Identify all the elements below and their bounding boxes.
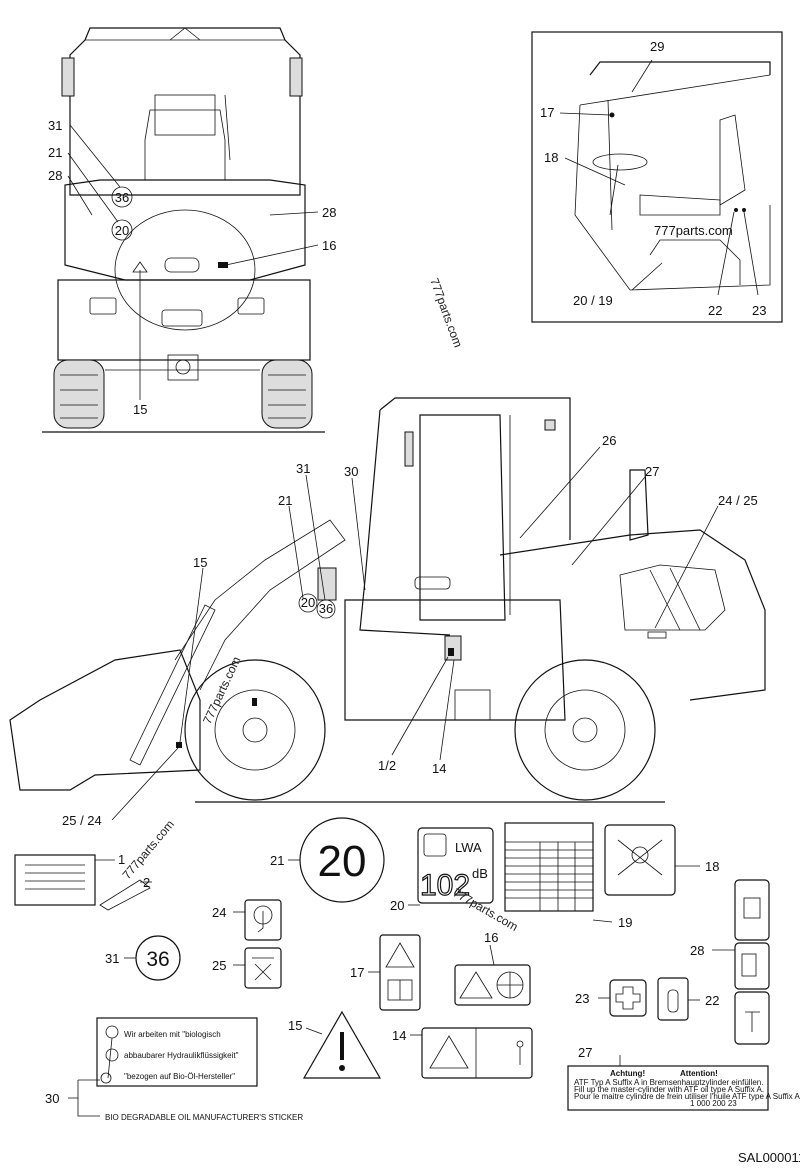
callout-sticker-20: 20 bbox=[390, 898, 404, 913]
callout-sticker-30: 30 bbox=[45, 1091, 59, 1106]
side-sign-20: 20 bbox=[301, 595, 315, 610]
crush-warning-sticker bbox=[421, 1027, 533, 1079]
noise-level-sticker bbox=[417, 827, 494, 904]
watermark-stickers: 777parts.com bbox=[120, 817, 177, 882]
callout-sticker-31: 31 bbox=[105, 951, 119, 966]
fan-warning-sticker bbox=[454, 964, 531, 1006]
callout-rear-31: 31 bbox=[48, 118, 62, 133]
watermark-wheel: 777parts.com bbox=[200, 654, 243, 726]
callout-side-30: 30 bbox=[344, 464, 358, 479]
rear-sign-20: 20 bbox=[115, 223, 129, 238]
bio-oil-sticker bbox=[96, 1017, 258, 1087]
bio-line-3: "bezogen auf Bio-Öl-Hersteller" bbox=[124, 1072, 235, 1081]
first-aid-sticker bbox=[609, 979, 647, 1017]
callout-side-24-25: 24 / 25 bbox=[718, 493, 758, 508]
notice-title-right: Attention! bbox=[680, 1069, 718, 1078]
callout-sticker-23: 23 bbox=[575, 991, 589, 1006]
callout-sticker-24: 24 bbox=[212, 905, 226, 920]
noise-value: 102 bbox=[420, 869, 470, 902]
callout-sticker-1: 1 bbox=[118, 852, 125, 867]
callout-sticker-21: 21 bbox=[270, 853, 284, 868]
watermark-middle: 777parts.com bbox=[427, 276, 465, 349]
bio-line-2: abbaubarer Hydraulikflüssigkeit" bbox=[124, 1051, 239, 1060]
notice-code: 1 000 200 23 bbox=[690, 1099, 737, 1108]
watermark-table: 777parts.com bbox=[451, 885, 521, 933]
side-view-loader: 20 36 31 30 26 27 24 / 25 21 15 1/2 14 2… bbox=[9, 397, 766, 828]
callout-side-1-2: 1/2 bbox=[378, 758, 396, 773]
callout-sticker-28: 28 bbox=[690, 943, 704, 958]
side-sign-36: 36 bbox=[319, 601, 333, 616]
noise-unit: dB bbox=[472, 866, 488, 881]
callout-sticker-19: 19 bbox=[618, 915, 632, 930]
callout-side-26: 26 bbox=[602, 433, 616, 448]
watermark-cab: 777parts.com bbox=[654, 223, 733, 238]
callout-sticker-17: 17 bbox=[350, 965, 364, 980]
callout-cab-18: 18 bbox=[544, 150, 558, 165]
callout-cab-22: 22 bbox=[708, 303, 722, 318]
noise-lwa-label: LWA bbox=[455, 840, 482, 855]
callout-sticker-27: 27 bbox=[578, 1045, 592, 1060]
callout-cab-23: 23 bbox=[752, 303, 766, 318]
rear-sign-36: 36 bbox=[115, 190, 129, 205]
callout-rear-28-left: 28 bbox=[48, 168, 62, 183]
callout-rear-21: 21 bbox=[48, 145, 62, 160]
brake-fluid-notice-sticker bbox=[567, 1065, 769, 1111]
callout-side-31: 31 bbox=[296, 461, 310, 476]
callout-cab-17: 17 bbox=[540, 105, 554, 120]
speed-36-value: 36 bbox=[146, 948, 169, 971]
fuel-sticker-top bbox=[734, 879, 770, 941]
callout-sticker-14: 14 bbox=[392, 1028, 406, 1043]
tie-down-sticker bbox=[244, 947, 282, 989]
read-manual-sticker bbox=[379, 934, 421, 1011]
callout-rear-15: 15 bbox=[133, 402, 147, 417]
callout-sticker-16: 16 bbox=[484, 930, 498, 945]
callout-sticker-18: 18 bbox=[705, 859, 719, 874]
stickers-panel: 1 2 777parts.com 20 21 LWA 102 dB 20 19 bbox=[14, 817, 800, 1122]
callout-sticker-25: 25 bbox=[212, 958, 226, 973]
callout-side-14: 14 bbox=[432, 761, 446, 776]
type-plate-sticker bbox=[14, 854, 96, 906]
fire-extinguisher-sticker bbox=[657, 977, 689, 1021]
callout-cab-29: 29 bbox=[650, 39, 664, 54]
callout-rear-16: 16 bbox=[322, 238, 336, 253]
notice-title-left: Achtung! bbox=[610, 1069, 645, 1078]
callout-cab-20-19: 20 / 19 bbox=[573, 293, 613, 308]
callout-side-25-24: 25 / 24 bbox=[62, 813, 102, 828]
control-layout-sticker bbox=[604, 824, 676, 896]
callout-sticker-2: 2 bbox=[143, 875, 150, 890]
tire-pressure-table-sticker bbox=[504, 822, 594, 912]
hydraulic-sticker bbox=[734, 991, 770, 1045]
callout-rear-28-right: 28 bbox=[322, 205, 336, 220]
callout-side-27: 27 bbox=[645, 464, 659, 479]
general-warning-sticker bbox=[302, 1010, 382, 1079]
fuel-pump-sticker bbox=[734, 942, 770, 990]
notice-line-2: Fill up the master-cylinder with ATF oil… bbox=[574, 1085, 764, 1094]
figure-code: SAL000011 bbox=[738, 1150, 800, 1165]
callout-side-15: 15 bbox=[193, 555, 207, 570]
notice-line-1: ATF Typ A Suffix A in Bremsenhauptzylind… bbox=[574, 1078, 763, 1087]
bio-caption: BIO DEGRADABLE OIL MANUFACTURER'S STICKE… bbox=[105, 1113, 303, 1122]
callout-sticker-22: 22 bbox=[705, 993, 719, 1008]
callout-side-21: 21 bbox=[278, 493, 292, 508]
cab-interior-detail: 29 17 18 20 / 19 22 23 777parts.com bbox=[531, 31, 783, 323]
rear-view-loader: 36 20 31 21 28 28 16 15 bbox=[42, 27, 336, 433]
bio-line-1: Wir arbeiten mit "biologisch bbox=[124, 1030, 221, 1039]
speed-20-value: 20 bbox=[318, 837, 367, 886]
callout-sticker-15: 15 bbox=[288, 1018, 302, 1033]
notice-line-3: Pour le maitre cylindre de frein utilise… bbox=[574, 1092, 800, 1101]
rivet bbox=[99, 879, 151, 911]
lifting-point-sticker bbox=[244, 899, 282, 941]
